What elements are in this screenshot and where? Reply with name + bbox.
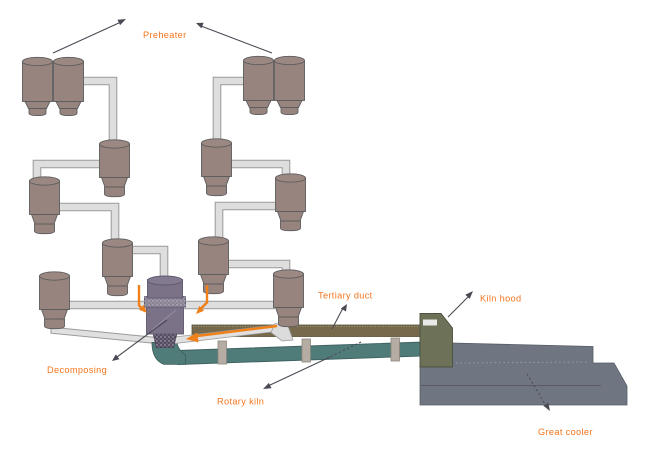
rotary-kiln bbox=[177, 341, 425, 365]
label-rotary-kiln: Rotary kiln bbox=[217, 397, 264, 407]
label-kiln-hood: Kiln hood bbox=[480, 294, 521, 304]
cyclone-right-stage5 bbox=[273, 269, 304, 328]
cyclone-right-stage4 bbox=[198, 236, 229, 295]
label-tertiary-duct: Tertiary duct bbox=[318, 291, 373, 301]
label-decomposing: Decomposing bbox=[47, 365, 107, 375]
arrow-tertiary-duct bbox=[331, 307, 344, 330]
flow-arrows bbox=[137, 285, 278, 343]
cyclone-right-stage2 bbox=[201, 138, 232, 197]
arrow-preheater-right bbox=[200, 25, 273, 54]
arrow-great-cooler bbox=[526, 373, 546, 405]
flow-arrow-to-decomposer bbox=[196, 324, 278, 338]
twin-cyclone-top-right bbox=[243, 55, 305, 116]
pointer-arrows bbox=[52, 19, 550, 411]
cyclone-left-stage2 bbox=[99, 139, 130, 198]
arrow-rotary-kiln-dashed bbox=[329, 341, 362, 358]
labels: Preheater Decomposing Tertiary duct Kiln… bbox=[47, 30, 593, 437]
cyclone-left-stage4 bbox=[102, 238, 133, 297]
label-preheater: Preheater bbox=[143, 30, 187, 40]
label-great-cooler: Great cooler bbox=[538, 427, 593, 437]
cyclone-left-stage5 bbox=[39, 271, 70, 330]
twin-cyclone-top-left bbox=[22, 56, 84, 117]
kiln-hood bbox=[419, 313, 453, 368]
decomposer-vessel bbox=[144, 275, 186, 348]
kiln-support-piers bbox=[217, 337, 400, 365]
arrow-kiln-hood bbox=[447, 295, 470, 318]
cyclone-right-stage3 bbox=[275, 173, 306, 232]
cyclone-left-stage3 bbox=[29, 176, 60, 235]
flow-arrow-down-right bbox=[199, 285, 209, 310]
arrow-rotary-kiln bbox=[267, 356, 331, 387]
arrow-preheater-left bbox=[52, 21, 122, 54]
great-cooler bbox=[419, 342, 628, 406]
kiln-hood-window bbox=[423, 319, 437, 326]
arrow-decomposing bbox=[116, 319, 168, 358]
kiln-inlet-elbow bbox=[151, 342, 186, 365]
